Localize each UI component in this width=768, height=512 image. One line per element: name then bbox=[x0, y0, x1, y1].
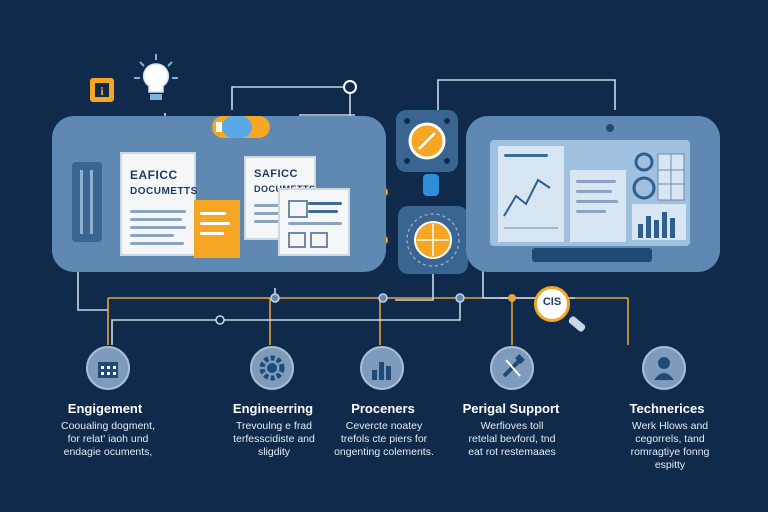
info-icon: i bbox=[90, 78, 114, 102]
dashboard-monitor bbox=[466, 116, 720, 272]
monitor-screen bbox=[490, 140, 690, 246]
monitor-dot bbox=[606, 124, 614, 132]
category-title: Perigal Support bbox=[462, 401, 560, 416]
category-title: Technerices bbox=[629, 401, 705, 416]
document-card: EAFICC DOCUMETTS bbox=[120, 152, 198, 256]
category-title: Engigement bbox=[67, 401, 143, 416]
toggle-switch bbox=[212, 116, 270, 138]
server-bar-icon bbox=[72, 162, 102, 242]
bar-chart-widget bbox=[632, 146, 686, 242]
text-widget bbox=[570, 170, 626, 242]
gear-icon bbox=[250, 346, 294, 390]
document-title: SAFICC bbox=[254, 168, 298, 180]
lightbulb-icon bbox=[132, 52, 180, 108]
building-icon bbox=[86, 346, 130, 390]
document-card bbox=[278, 188, 350, 256]
svg-text:i: i bbox=[100, 84, 104, 98]
monitor-stand bbox=[532, 248, 652, 262]
compass-tile bbox=[396, 110, 458, 172]
line-chart-widget bbox=[498, 146, 564, 242]
orange-document bbox=[194, 200, 240, 258]
badge-text: CIS bbox=[542, 296, 562, 308]
person-icon bbox=[642, 346, 686, 390]
category-title: Proceners bbox=[351, 401, 415, 416]
document-subtitle: DOCUMETTS bbox=[130, 186, 198, 197]
connector-node bbox=[423, 174, 439, 196]
tools-icon bbox=[490, 346, 534, 390]
document-title: EAFICC bbox=[130, 168, 178, 182]
category-title: Engineerring bbox=[232, 401, 314, 416]
chart-icon bbox=[360, 346, 404, 390]
magnifier-badge: CIS bbox=[534, 286, 594, 336]
target-tile bbox=[398, 206, 468, 274]
